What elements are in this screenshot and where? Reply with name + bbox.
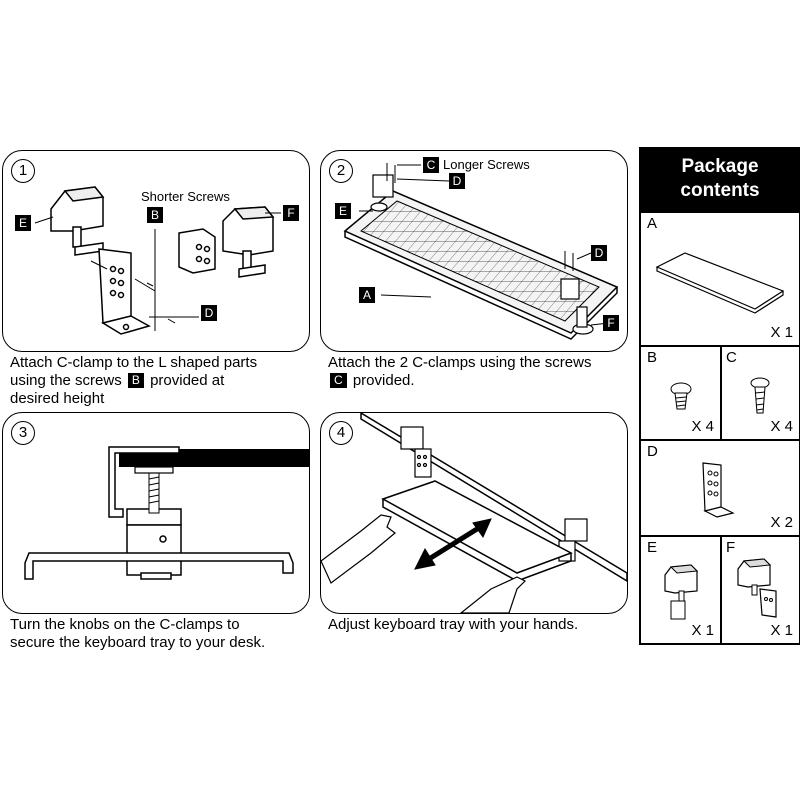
clamp-e-drawing: [50, 186, 151, 335]
part-label-d-right: D: [591, 245, 607, 261]
shorter-screws-drawing: [90, 260, 176, 324]
package-item-c: C X 4: [720, 345, 799, 439]
step-2-number: 2: [329, 159, 353, 183]
caption-badge-c: C: [330, 373, 347, 388]
step-2-caption: Attach the 2 C-clamps using the screws C…: [328, 354, 592, 389]
step-2-panel: 2 C Longer Screws D: [320, 150, 628, 352]
part-label-e: E: [15, 215, 31, 231]
part-label-a: A: [359, 287, 375, 303]
step-1-illustration: [34, 186, 281, 335]
part-label-e-2: E: [335, 203, 351, 219]
step-4-caption: Adjust keyboard tray with your hands.: [328, 616, 579, 633]
package-item-d: D X 2: [641, 439, 799, 535]
package-contents-title: Package contents: [641, 149, 799, 211]
part-label-c: C: [423, 157, 439, 173]
package-item-f: F X 1: [720, 535, 799, 643]
longer-screws-label: Longer Screws: [443, 157, 530, 172]
package-item-a: A X 1: [641, 211, 799, 345]
tray-a-thumbnail: [655, 252, 785, 314]
part-label-d-top: D: [449, 173, 465, 189]
step-4-panel: 4: [320, 412, 628, 614]
step-4-illustration: [321, 413, 627, 613]
step-1-number: 1: [11, 159, 35, 183]
adjust-arrow-icon: [414, 518, 492, 570]
clamp-f-thumbnail: [737, 558, 777, 618]
step-3-caption: Turn the knobs on the C-clamps to secure…: [10, 616, 266, 651]
step-3-panel: 3: [2, 412, 310, 614]
package-item-b: B X 4: [641, 345, 720, 439]
caption-badge-b: B: [127, 373, 144, 388]
step-3-number: 3: [11, 421, 35, 445]
part-label-f-2: F: [603, 315, 619, 331]
part-label-f: F: [283, 205, 299, 221]
screw-c-thumbnail: [750, 377, 770, 414]
clamp-e-thumbnail: [664, 564, 699, 620]
step-1-panel: 1: [2, 150, 310, 352]
package-divider: [720, 345, 722, 439]
package-contents-panel: Package contents A X 1 B X 4 C X 4 D: [639, 147, 800, 645]
screw-b-thumbnail: [670, 382, 692, 410]
clamp-f-drawing: [178, 206, 275, 278]
package-item-e: E X 1: [641, 535, 720, 643]
step-4-number: 4: [329, 421, 353, 445]
part-label-b: B: [147, 207, 163, 223]
package-divider-2: [720, 535, 722, 643]
l-bracket-d-thumbnail: [702, 462, 735, 518]
part-label-d: D: [201, 305, 217, 321]
step-1-caption: Attach C-clamp to the L shaped parts usi…: [10, 354, 258, 407]
step-2-illustration: [343, 163, 619, 340]
step-3-illustration: [24, 446, 309, 580]
shorter-screws-label: Shorter Screws: [141, 189, 230, 204]
